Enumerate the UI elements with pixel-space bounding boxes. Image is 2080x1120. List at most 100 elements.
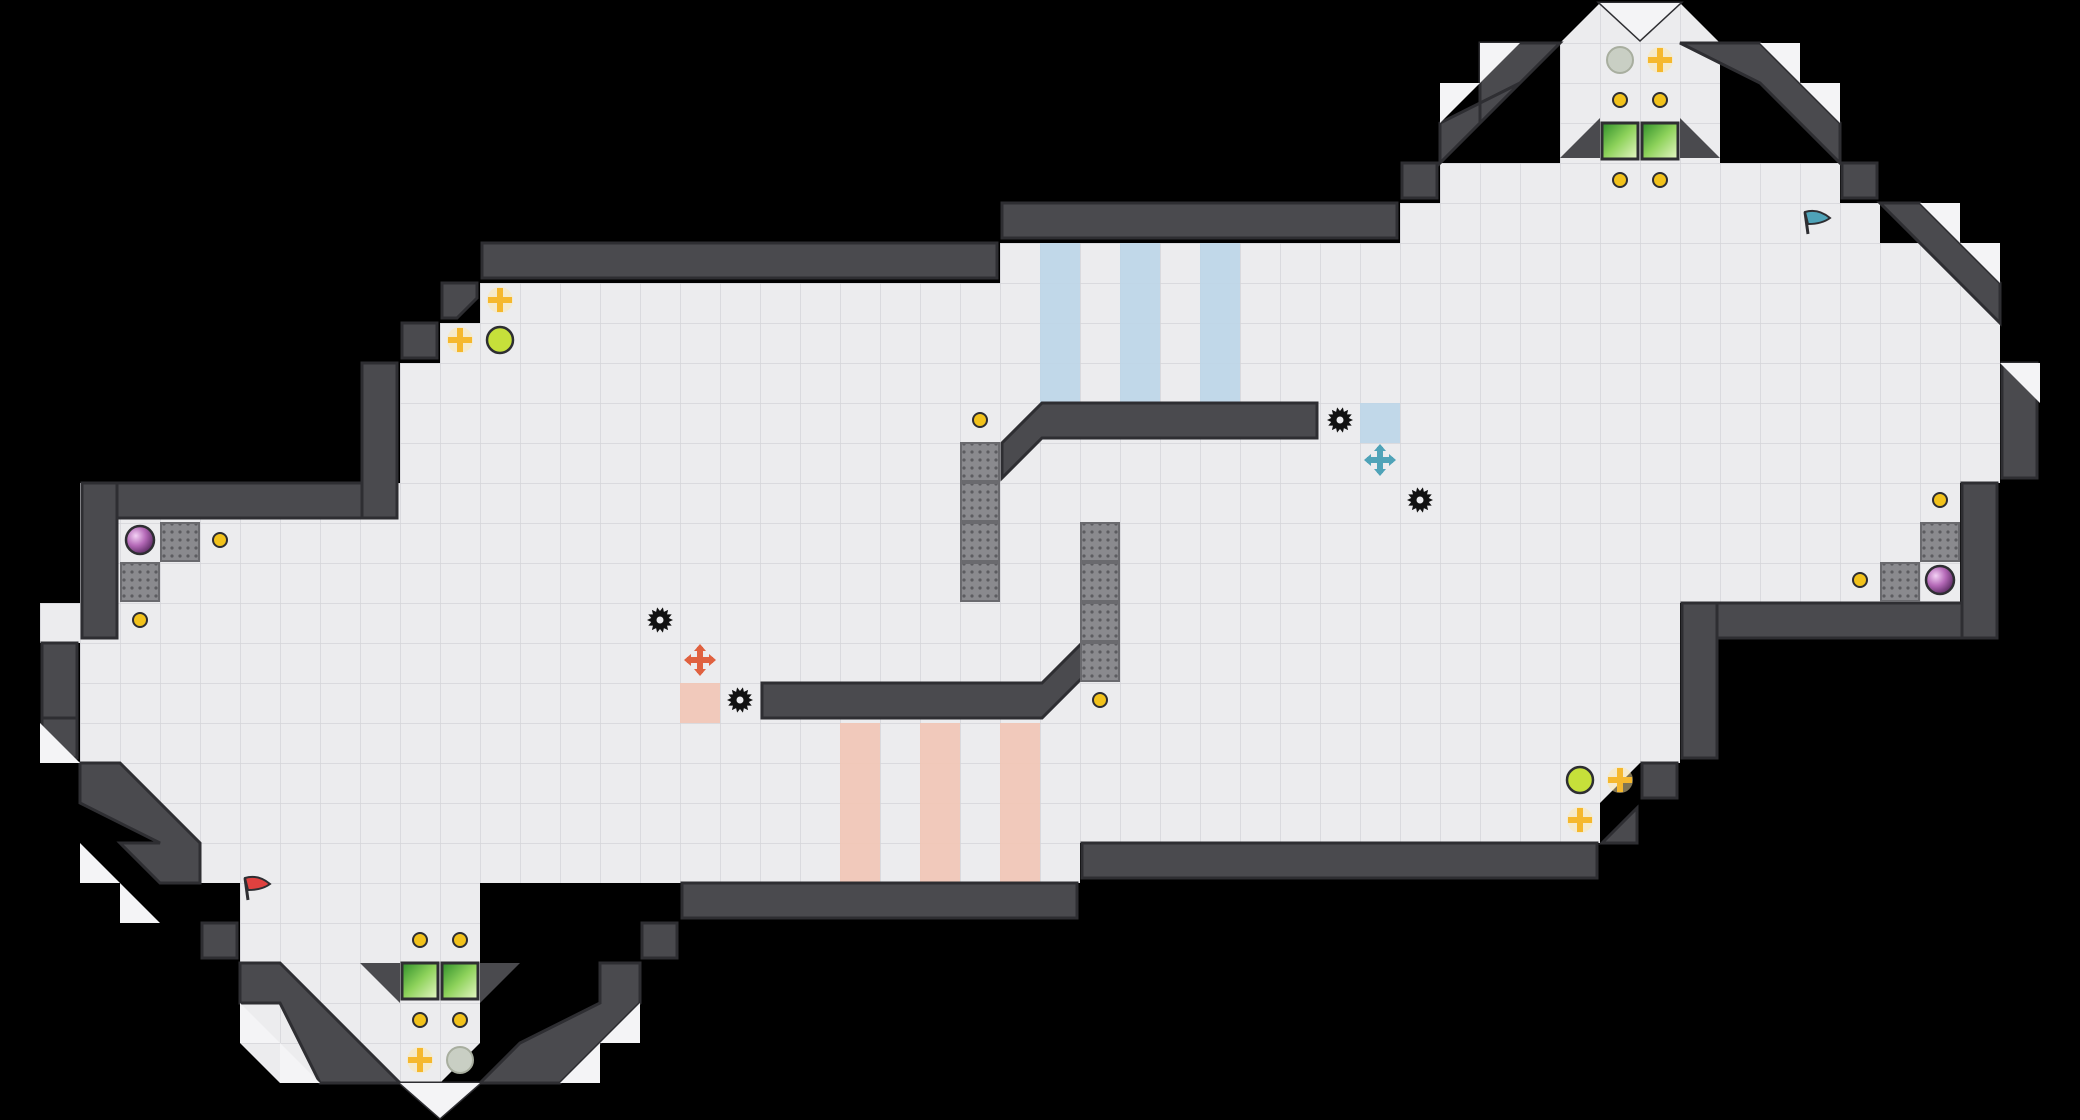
blue-zone-icon [1200, 243, 1240, 403]
floor-top-nook [1560, 3, 1720, 123]
corner-tile [1800, 83, 1840, 123]
corner-tile [240, 1003, 280, 1043]
gates [360, 118, 1720, 1003]
corner-tile [600, 1003, 640, 1043]
token-icon [1652, 92, 1668, 108]
blue-arrow-icon [1364, 444, 1396, 476]
wall-bottom-long [680, 881, 1079, 920]
gate-ramp-bottom [360, 963, 400, 1003]
token-icon [412, 932, 428, 948]
floor-main [40, 123, 2000, 923]
token-icon [1612, 92, 1628, 108]
wall-right-bottom-slant [1598, 804, 1639, 845]
diag-wall-upper-right [1876, 201, 2002, 327]
grate-icon [960, 442, 1000, 482]
token-icon [972, 412, 988, 428]
boosts [446, 46, 1634, 1074]
portal-icon [124, 524, 156, 556]
team-arrows [684, 444, 1396, 676]
spike-icon [727, 687, 753, 713]
token-icon [452, 1012, 468, 1028]
wall-left-ledge-vertical [80, 481, 119, 640]
red-zone-icon [1000, 723, 1040, 883]
grate-icon [1080, 562, 1120, 602]
gate-ramp-bottom [480, 963, 520, 1003]
grate-icon [960, 482, 1000, 522]
grate-icon [1880, 562, 1920, 602]
wall-right-ledge [1680, 601, 1999, 640]
token-icon [1932, 492, 1948, 508]
powerup-icon [407, 1047, 433, 1073]
token-icon [412, 1012, 428, 1028]
tokens [132, 92, 1948, 1028]
grate-icon [960, 562, 1000, 602]
grate-icon [1080, 642, 1120, 682]
powerup-icon [1567, 807, 1593, 833]
corner-tile [2000, 363, 2040, 403]
token-icon [1652, 172, 1668, 188]
token-icon [132, 612, 148, 628]
floor-area [40, 3, 2000, 1083]
red-arrow-icon [684, 644, 716, 676]
corner-tile [1600, 3, 1680, 40]
boost-icon [1565, 765, 1595, 795]
corner-tile [400, 1083, 480, 1118]
red-flag-icon [243, 875, 272, 901]
grate-icon [1080, 602, 1120, 642]
powerup-icon [1647, 47, 1673, 73]
grate-icon [160, 522, 200, 562]
wall-bottom-block-right [640, 921, 679, 960]
grates [120, 442, 1960, 682]
token-icon [1852, 572, 1868, 588]
wall-top-right-block [1840, 161, 1879, 200]
portals [124, 524, 1956, 596]
red-zone-icon [920, 723, 960, 883]
wall-right-bottom-block [1640, 761, 1679, 800]
red-zone-icon [840, 723, 880, 883]
token-icon [1092, 692, 1108, 708]
corner-tile [280, 1043, 320, 1083]
corner-tile [1440, 83, 1480, 123]
bomb-icon [446, 1046, 474, 1074]
powerup-icon [487, 287, 513, 313]
gate-ramp-top [1680, 118, 1720, 158]
corner-tile [1920, 203, 1960, 243]
wall-bottom-right-long [1080, 841, 1599, 880]
grate-icon [1080, 522, 1120, 562]
wall-far-left-block [40, 641, 79, 720]
boost-icon [485, 325, 515, 355]
corner-tile [80, 843, 120, 883]
gate-icon [400, 961, 440, 1001]
blue-zones [1040, 243, 1400, 443]
spike-icon [1327, 407, 1353, 433]
wall-left-corner [440, 281, 479, 320]
wall-top-left-block [1400, 161, 1439, 200]
wall-center-upper [1000, 401, 1319, 482]
bomb-icon [1606, 46, 1634, 74]
portal-icon [1924, 564, 1956, 596]
wall-left-step [360, 361, 399, 520]
diag-wall-bottom-nook-right [476, 961, 642, 1085]
wall-right-ledge-vertical [1680, 601, 1719, 760]
corner-tile [1960, 243, 2000, 283]
grate-icon [120, 562, 160, 602]
grate-icon [960, 522, 1000, 562]
corner-tile [120, 883, 160, 923]
corner-tile [560, 1043, 600, 1083]
gate-icon [440, 961, 480, 1001]
blue-flag-icon [1803, 209, 1832, 235]
diag-wall-bottom-nook-left [238, 961, 404, 1085]
gate-ramp-top [1560, 118, 1600, 158]
powerups [407, 47, 1673, 1073]
wall-top-left-long [480, 241, 999, 280]
wall-bottom-block-left [200, 921, 239, 960]
gate-icon [1600, 121, 1640, 161]
token-icon [452, 932, 468, 948]
red-zones [680, 683, 1040, 883]
corner-tile [1760, 43, 1800, 83]
red-zone-icon [680, 683, 720, 723]
blue-zone-icon [1360, 403, 1400, 443]
grate-icon [1920, 522, 1960, 562]
